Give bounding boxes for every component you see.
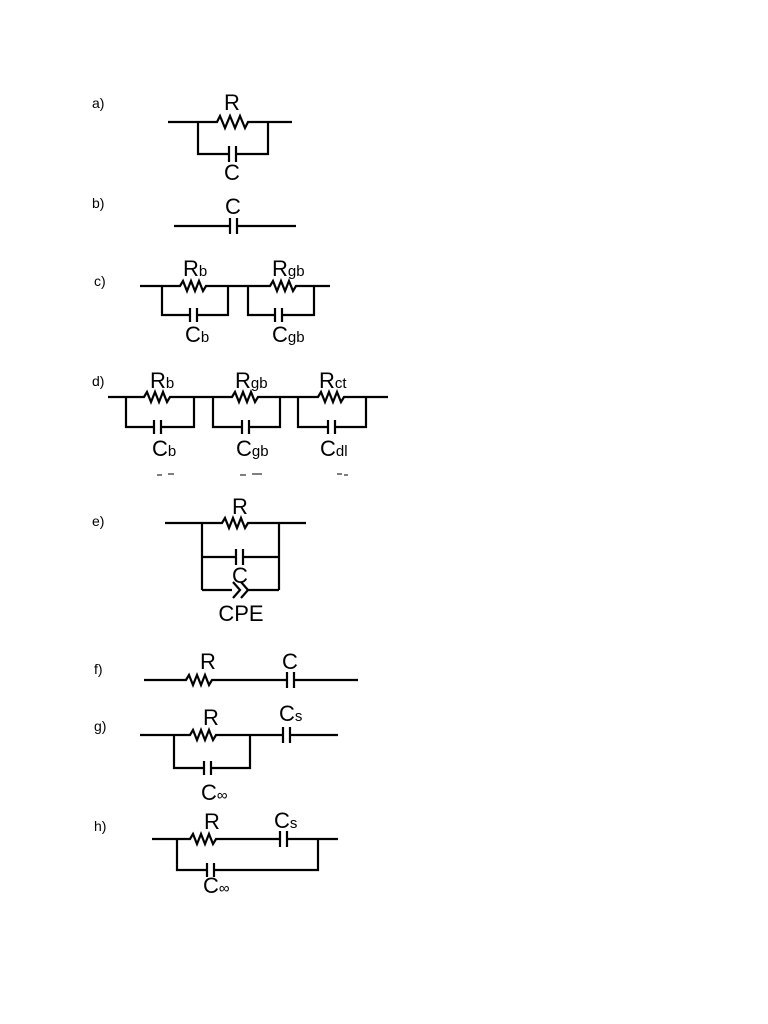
- panel-e-tag: e): [92, 513, 104, 529]
- panel-h-cinf-sub: ∞: [219, 880, 230, 897]
- panel-h-cs-main: C: [274, 808, 290, 833]
- panel-c: c) Rb Rgb Cb Cgb: [94, 256, 330, 347]
- panel-h-tag: h): [94, 818, 106, 834]
- panel-e: e) R C CPE: [92, 494, 306, 626]
- panel-c-rb-label: Rb: [183, 256, 207, 281]
- panel-a-tag: a): [92, 95, 104, 111]
- panel-h: h) R Cs C∞: [94, 808, 338, 898]
- panel-g-parallel-block: [140, 727, 250, 743]
- panel-b-capacitor: [174, 218, 296, 234]
- panel-c-capacitor-cgb: [246, 286, 316, 322]
- panel-d-capacitor-cb: [124, 397, 196, 434]
- panel-g-capacitor-cinf: [172, 735, 252, 775]
- panel-h-cinf-label: C∞: [203, 873, 230, 898]
- panel-g-cinf-main: C: [201, 780, 217, 805]
- panel-d-cb-main: C: [152, 436, 168, 461]
- panel-d-cgb-label: Cgb: [236, 436, 269, 461]
- panel-c-cb-main: C: [185, 322, 201, 347]
- panel-c-resistor-rb: [140, 278, 248, 294]
- panel-d-rb-label: Rb: [150, 368, 174, 393]
- panel-b-tag: b): [92, 195, 104, 211]
- panel-f-tag: f): [94, 661, 103, 677]
- panel-b: b) C: [92, 194, 296, 234]
- panel-c-cgb-sub: gb: [288, 329, 305, 346]
- panel-a: a) R C: [92, 90, 292, 185]
- panel-e-resistor-branch: [165, 515, 306, 531]
- panel-d-rct-sub: ct: [335, 375, 348, 392]
- panel-f-r-label: R: [200, 649, 216, 674]
- panel-d-capacitor-cdl: [296, 397, 368, 434]
- panel-c-cgb-main: C: [272, 322, 288, 347]
- panel-d-rb-sub: b: [166, 375, 174, 392]
- panel-c-resistor-rgb: [248, 278, 330, 294]
- panel-d-rct-main: R: [319, 368, 335, 393]
- panel-c-rgb-sub: gb: [288, 263, 305, 280]
- panel-h-series-r-cs: [152, 831, 338, 847]
- panel-g-cs-main: C: [279, 701, 295, 726]
- panel-d-rct-label: Rct: [319, 368, 347, 393]
- panel-h-capacitor-cinf-branch: [175, 839, 320, 877]
- panel-d-resistor-rgb: [210, 389, 298, 405]
- panel-a-capacitor-branch: [196, 122, 270, 162]
- panel-g-cs-label: Cs: [279, 701, 302, 726]
- panel-f: f) R C: [94, 649, 358, 688]
- panel-d-rb-main: R: [150, 368, 166, 393]
- panel-f-series-circuit: [144, 672, 358, 688]
- panel-h-cs-label: Cs: [274, 808, 297, 833]
- panel-d-capacitor-cgb: [211, 397, 282, 434]
- panel-c-rb-main: R: [183, 256, 199, 281]
- panel-g-r-label: R: [203, 705, 219, 730]
- panel-d-cropped-remnants: [157, 473, 348, 476]
- panel-c-tag: c): [94, 273, 106, 289]
- panel-d-resistor-rct: [298, 389, 388, 405]
- panel-g-cinf-label: C∞: [201, 780, 228, 805]
- panel-h-r-label: R: [204, 809, 220, 834]
- panel-h-cinf-main: C: [203, 873, 219, 898]
- panel-g-capacitor-cs: [250, 727, 338, 743]
- panel-d-rgb-main: R: [235, 368, 251, 393]
- panel-g-cs-sub: s: [295, 708, 303, 725]
- panel-e-capacitor-branch: [202, 549, 279, 565]
- panel-c-rgb-label: Rgb: [272, 256, 305, 281]
- panel-a-c-label: C: [224, 160, 240, 185]
- panel-a-r-label: R: [224, 90, 240, 115]
- panel-c-capacitor-cb: [160, 286, 230, 322]
- panel-a-resistor-branch: [168, 113, 292, 131]
- panel-d-rgb-sub: gb: [251, 375, 268, 392]
- panel-h-cs-sub: s: [290, 815, 298, 832]
- panel-c-rb-sub: b: [199, 263, 207, 280]
- panel-e-cpe-branch: [202, 581, 279, 599]
- panel-e-c-label: C: [232, 563, 248, 588]
- panel-d-cgb-sub: gb: [252, 443, 269, 460]
- panel-e-r-label: R: [232, 494, 248, 519]
- panel-c-rgb-main: R: [272, 256, 288, 281]
- panel-c-cb-sub: b: [201, 329, 209, 346]
- panel-g-tag: g): [94, 718, 106, 734]
- panel-b-c-label: C: [225, 194, 241, 219]
- panel-d-cb-sub: b: [168, 443, 176, 460]
- panel-f-c-label: C: [282, 649, 298, 674]
- panel-c-cgb-label: Cgb: [272, 322, 305, 347]
- panel-d-cdl-label: Cdl: [320, 436, 348, 461]
- panel-g-cinf-sub: ∞: [217, 787, 228, 804]
- panel-g: g) R Cs C∞: [94, 701, 338, 805]
- panel-d-cdl-sub: dl: [336, 443, 348, 460]
- panel-d-rgb-label: Rgb: [235, 368, 268, 393]
- panel-d: d) Rb Rgb Rct Cb Cgb Cdl: [92, 368, 388, 476]
- panel-d-cgb-main: C: [236, 436, 252, 461]
- panel-e-cpe-label: CPE: [218, 601, 263, 626]
- panel-d-cdl-main: C: [320, 436, 336, 461]
- panel-d-resistor-rb: [108, 389, 210, 405]
- panel-d-cb-label: Cb: [152, 436, 176, 461]
- panel-c-cb-label: Cb: [185, 322, 209, 347]
- panel-d-tag: d): [92, 373, 104, 389]
